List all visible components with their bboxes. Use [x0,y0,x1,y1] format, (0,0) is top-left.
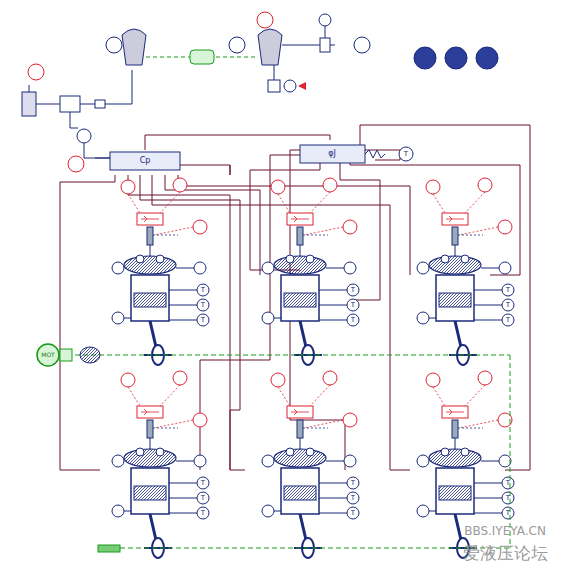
manifold-label: φJ [328,150,336,158]
sensor-label: T [351,302,355,309]
sensor-label: T [506,317,510,324]
sensor-label: T [351,510,355,517]
sensor-label: T [351,317,355,324]
sensor-label: T [351,287,355,294]
sensor-label: T [201,480,205,487]
watermark: 爱液压论坛 [463,545,548,562]
sensor-label: T [506,302,510,309]
sensor-label: T [404,151,408,158]
sensor-label: T [506,480,510,487]
sensor-label: T [201,317,205,324]
sensor-label: T [506,510,510,517]
watermark: BBS.IYEYA.CN [464,525,546,537]
manifold-label: Cp [140,157,151,165]
sensor-label: T [201,287,205,294]
sensor-label: T [351,480,355,487]
sensor-label: T [351,495,355,502]
motor-label: MOT [41,352,55,358]
sensor-label: T [201,495,205,502]
sensor-label: T [506,495,510,502]
sensor-label: T [201,510,205,517]
sensor-label: T [201,302,205,309]
sensor-label: T [506,287,510,294]
